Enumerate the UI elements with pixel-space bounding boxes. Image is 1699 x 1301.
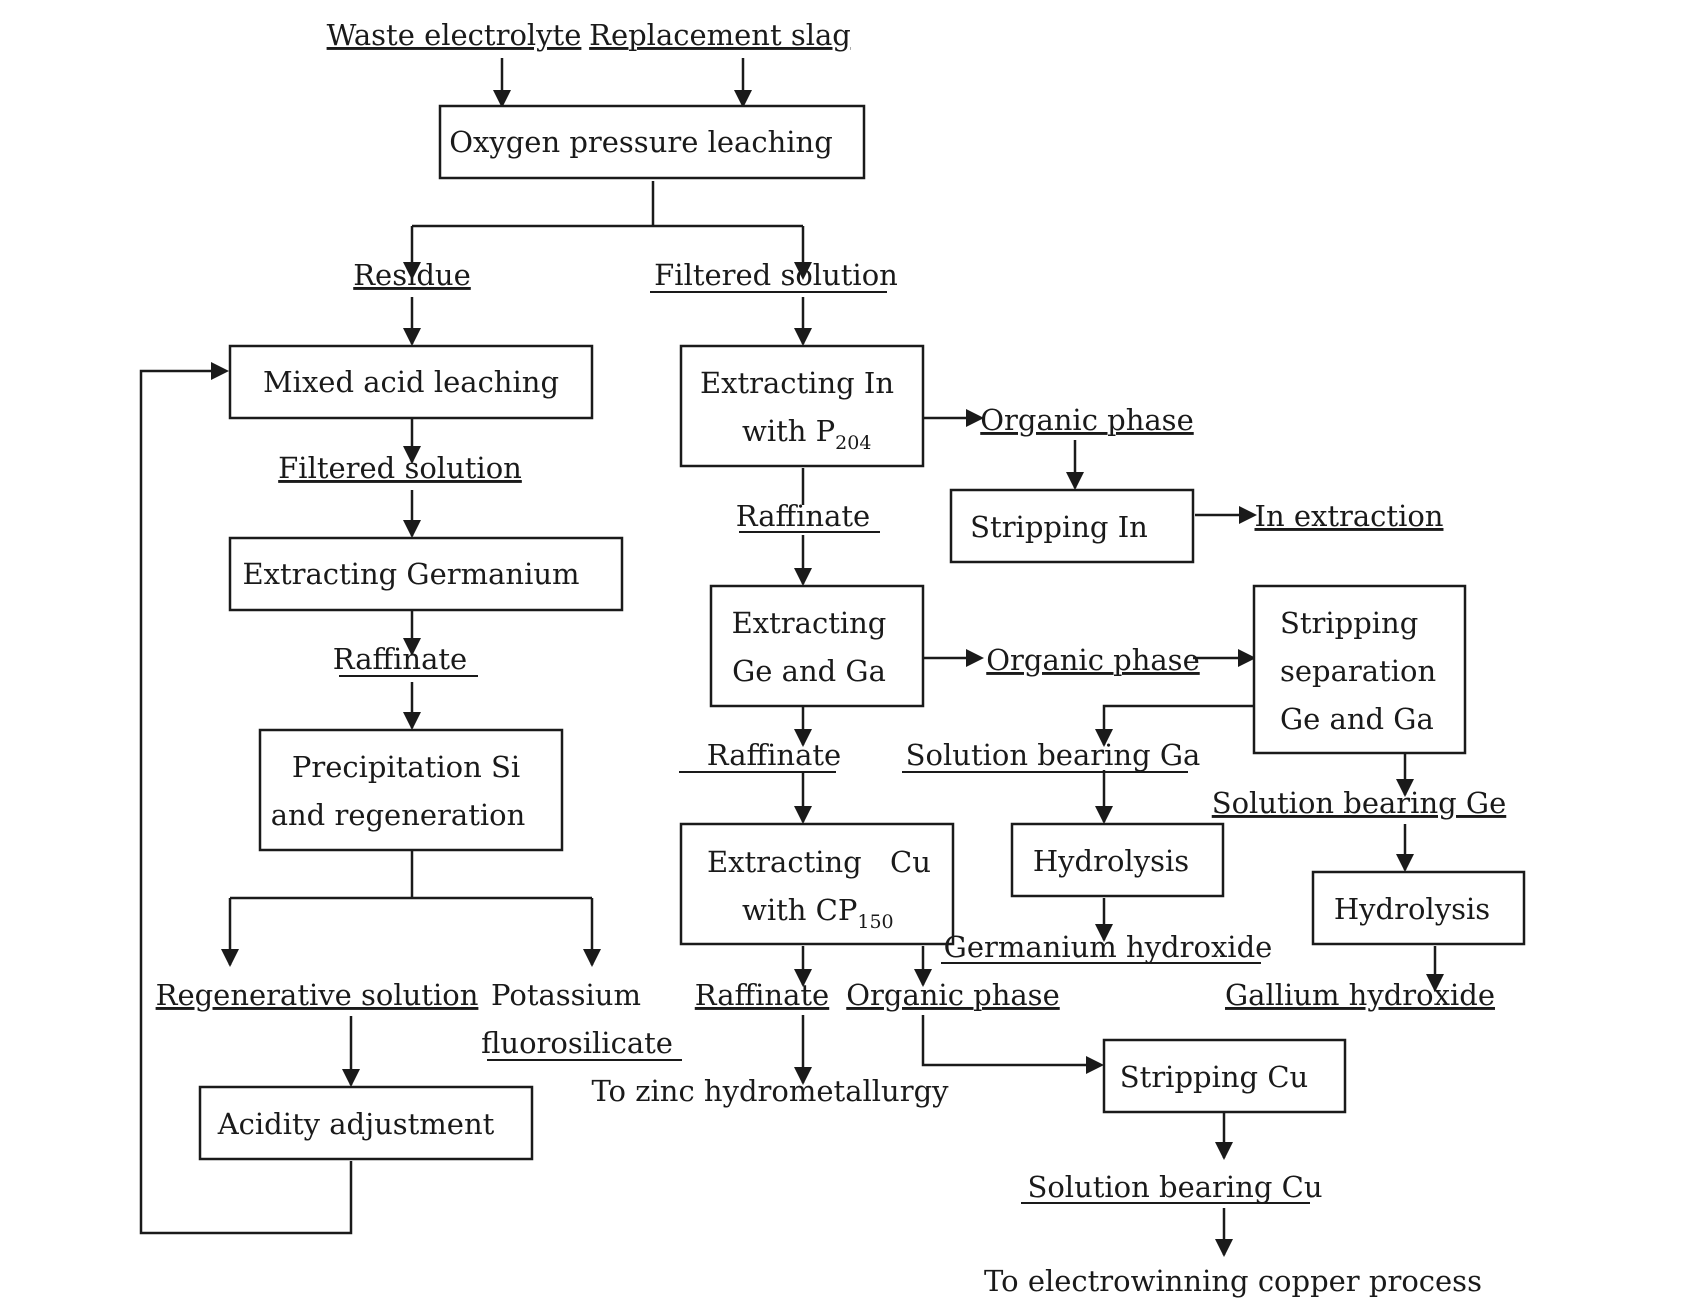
box-stripping-in [949, 488, 1195, 564]
arrowhead [794, 328, 812, 346]
label-precipitation-line2: and regeneration [271, 798, 526, 832]
arrowhead [211, 362, 229, 380]
label-extracting-ge-ga-line2: Ge and Ga [732, 654, 886, 688]
arrowhead [1095, 924, 1113, 942]
arrowhead [403, 712, 421, 730]
label-solution-bearing-cu: Solution bearing Cu [1027, 1170, 1322, 1204]
box-extracting-germanium [228, 536, 624, 612]
label-precipitation-line1: Precipitation Si [292, 750, 520, 784]
arrowhead [734, 90, 752, 108]
arrowheads [211, 90, 1444, 1257]
label-solution-bearing-ge: Solution bearing Ge [1212, 786, 1507, 820]
arrowhead [794, 262, 812, 280]
label-raffinate-cu: Raffinate [695, 978, 829, 1012]
arrowhead [1095, 806, 1113, 824]
arrowhead [966, 409, 984, 427]
arrowhead [794, 969, 812, 987]
box-extracting-ge-ga [709, 584, 925, 708]
box-oxygen-pressure-leaching [438, 104, 866, 180]
label-residue: Residue [353, 258, 471, 292]
arrowhead [403, 262, 421, 280]
arrowhead [794, 806, 812, 824]
box-acidity-adjustment [198, 1085, 534, 1161]
label-gallium-hydroxide: Gallium hydroxide [1225, 978, 1495, 1012]
box-hydrolysis-1 [1010, 822, 1225, 898]
arrowhead [583, 949, 601, 967]
arrowhead [403, 638, 421, 656]
arrowhead [1239, 506, 1257, 524]
label-filtered-solution-top: Filtered solution [654, 258, 898, 292]
label-extracting-cu-line1a: Extracting [707, 845, 862, 879]
edge-organic-to-stripcu [921, 1015, 1100, 1067]
arrowhead [1215, 1142, 1233, 1160]
label-in-extraction: In extraction [1255, 499, 1444, 533]
label-acidity-adjustment: Acidity adjustment [217, 1107, 495, 1141]
label-germanium-hydroxide: Germanium hydroxide [944, 930, 1273, 964]
arrowhead [493, 90, 511, 108]
label-replacement-slag: Replacement slag [589, 18, 851, 52]
label-raffinate-in: Raffinate [736, 499, 870, 533]
label-filtered-solution-left: Filtered solution [278, 451, 522, 485]
arrowhead [1396, 854, 1414, 872]
label-electrowinning: To electrowinning copper process [984, 1264, 1482, 1298]
process-boxes [198, 104, 1526, 1161]
label-extracting-in-line1: Extracting In [700, 366, 894, 400]
label-strip-line1: Stripping [1280, 606, 1418, 640]
arrowhead [1426, 974, 1444, 992]
label-extracting-in-line2: with P204 [742, 414, 871, 454]
arrowhead [794, 729, 812, 747]
label-stripping-cu: Stripping Cu [1120, 1060, 1308, 1094]
arrowhead [1238, 649, 1256, 667]
label-extracting-ge-ga-line1: Extracting [732, 606, 887, 640]
arrowhead [1066, 472, 1084, 490]
label-organic-phase-gega: Organic phase [986, 643, 1199, 677]
label-stripping-in: Stripping In [970, 510, 1148, 544]
label-regenerative-solution: Regenerative solution [156, 978, 479, 1012]
box-extracting-in [679, 344, 925, 468]
arrowhead [342, 1069, 360, 1087]
arrowhead [1086, 1056, 1104, 1074]
label-extracting-cu-line1b: Cu [890, 845, 931, 879]
box-mixed-acid-leaching [228, 344, 594, 420]
arrowhead [403, 328, 421, 346]
label-organic-phase-in: Organic phase [980, 403, 1193, 437]
label-oxygen-pressure-leaching: Oxygen pressure leaching [449, 125, 833, 159]
arrowhead [1396, 779, 1414, 797]
box-precipitation [258, 728, 564, 852]
labels: Waste electrolyte Replacement slag Oxyge… [156, 18, 1507, 1298]
box-hydrolysis-2 [1311, 870, 1526, 946]
label-hydrolysis-2: Hydrolysis [1334, 892, 1490, 926]
label-organic-phase-cu: Organic phase [846, 978, 1059, 1012]
arrowhead [794, 1067, 812, 1085]
label-strip-line3: Ge and Ga [1280, 702, 1434, 736]
arrowhead [794, 568, 812, 586]
label-raffinate-left: Raffinate [333, 642, 467, 676]
label-mixed-acid-leaching: Mixed acid leaching [263, 365, 559, 399]
label-extracting-cu-line2: with CP150 [742, 893, 894, 933]
arrowhead [403, 520, 421, 538]
arrowhead [914, 969, 932, 987]
arrowhead [1215, 1239, 1233, 1257]
label-raffinate-gega: Raffinate [707, 738, 841, 772]
label-strip-line2: separation [1280, 654, 1436, 688]
label-hydrolysis-1: Hydrolysis [1033, 844, 1189, 878]
label-potassium-line1: Potassium [491, 978, 641, 1012]
box-stripping-separation [1252, 584, 1467, 755]
box-stripping-cu [1102, 1038, 1347, 1114]
box-extracting-cu [679, 822, 955, 946]
label-solution-bearing-ga: Solution bearing Ga [906, 738, 1201, 772]
label-waste-electrolyte: Waste electrolyte [327, 18, 582, 52]
arrowhead [221, 949, 239, 967]
label-zinc-hydrometallurgy: To zinc hydrometallurgy [591, 1074, 949, 1108]
arrowhead [966, 649, 984, 667]
edge-acidity-loop [139, 369, 353, 1235]
arrowhead [1095, 729, 1113, 747]
label-potassium-line2: fluorosilicate [481, 1026, 673, 1060]
label-extracting-germanium: Extracting Germanium [242, 557, 579, 591]
arrowhead [403, 446, 421, 464]
